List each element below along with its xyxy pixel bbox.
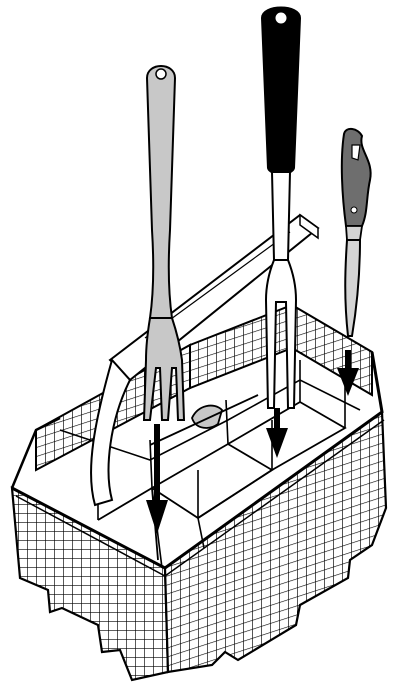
knife-bolster bbox=[346, 226, 362, 240]
dark-fork-hole bbox=[276, 13, 286, 23]
knife-blade bbox=[345, 240, 360, 336]
basket-center-clip bbox=[192, 406, 222, 428]
light-fork bbox=[144, 66, 184, 420]
dark-fork-shaft bbox=[272, 172, 290, 260]
folding-knife bbox=[342, 129, 371, 336]
light-fork-handle bbox=[147, 66, 175, 318]
light-fork-hole bbox=[156, 69, 166, 79]
basket bbox=[12, 215, 386, 680]
dark-fork-handle bbox=[262, 8, 300, 175]
arrow-down-icon bbox=[266, 408, 288, 458]
